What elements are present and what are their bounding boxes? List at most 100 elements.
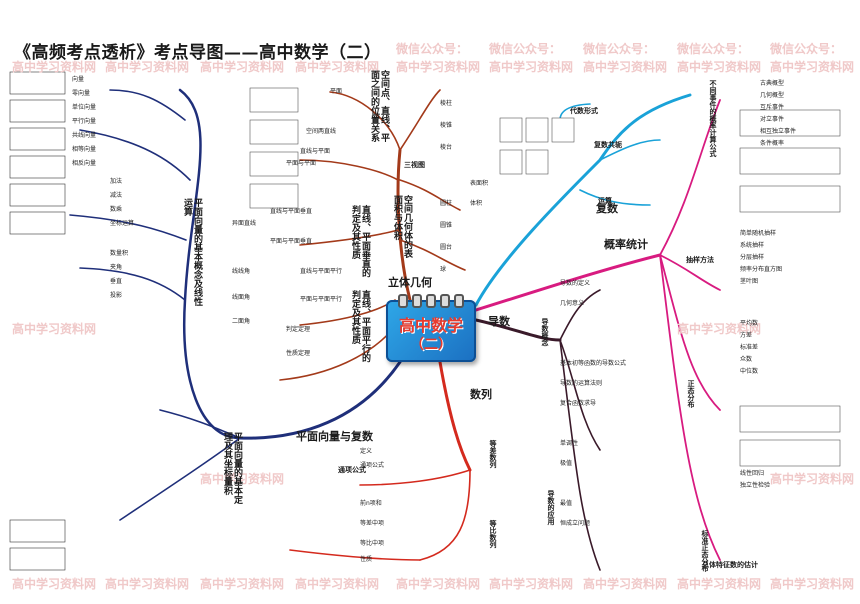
detail-label: 夹角 xyxy=(110,264,123,271)
subtopic-three-views[interactable]: 三视图 xyxy=(404,161,425,169)
branch-probability[interactable]: 概率统计 xyxy=(604,238,648,251)
center-title: 高中数学 xyxy=(398,316,463,335)
branch-curve xyxy=(279,329,393,381)
subtopic-complex-calc[interactable]: 运算 xyxy=(598,197,612,205)
branch-curve xyxy=(299,229,399,246)
detail-label: 频率分布直方图 xyxy=(740,266,783,273)
detail-label: 平面 xyxy=(330,88,343,95)
subtopic-total-prob[interactable]: 总体特征数的估计 xyxy=(702,561,758,569)
branch-curve xyxy=(119,437,241,521)
detail-label: 平面与平面平行 xyxy=(300,296,343,303)
formula-cell xyxy=(525,117,549,143)
subtopic-geo-seq[interactable]: 等比数列 xyxy=(489,520,497,548)
detail-label: 导数的定义 xyxy=(560,280,591,287)
page-title: 《高频考点透析》考点导图——高中数学（二） xyxy=(14,43,382,63)
detail-label: 性质定理 xyxy=(286,350,311,357)
detail-label: 独立性检验 xyxy=(740,482,771,489)
branch-curve xyxy=(329,91,401,151)
subtopic-sampling[interactable]: 抽样方法 xyxy=(686,256,714,264)
subtopic-perp-props[interactable]: 直线、平面垂直的判定及其性质 xyxy=(350,205,370,277)
detail-label: 单调性 xyxy=(560,440,579,447)
detail-label: 系统抽样 xyxy=(740,242,765,249)
formula-cell xyxy=(9,127,66,151)
subtopic-parallel-perp[interactable]: 直线、平面平行的判定及其性质 xyxy=(350,290,370,362)
formula-cell xyxy=(739,185,841,213)
formula-cell xyxy=(249,151,299,177)
detail-label: 圆柱 xyxy=(440,200,453,207)
subtopic-vector-basic[interactable]: 平面向量的基本定理及其坐标量积 xyxy=(222,432,242,504)
formula-cell xyxy=(9,155,66,179)
formula-cell xyxy=(9,519,66,543)
branch-complex[interactable]: 复数 xyxy=(596,202,618,215)
branch-sequences[interactable]: 数列 xyxy=(470,388,492,401)
detail-label: 标准差 xyxy=(740,344,759,351)
branch-curve xyxy=(474,253,662,312)
formula-cell xyxy=(249,183,299,209)
branch-curve xyxy=(299,299,396,326)
subtopic-space-lines-planes[interactable]: 空间点、直线、平面之间的位置关系 xyxy=(369,70,389,142)
detail-label: 最值 xyxy=(560,500,573,507)
center-topic-card[interactable]: 高中数学 （二） xyxy=(386,294,476,362)
subtopic-arith-seq[interactable]: 等差数列 xyxy=(489,440,497,468)
detail-label: 中位数 xyxy=(740,368,759,375)
formula-cell xyxy=(739,109,841,137)
detail-label: 直线与平面平行 xyxy=(300,268,343,275)
formula-cell xyxy=(9,547,66,571)
branch-curve xyxy=(79,267,186,301)
detail-label: 直线与平面垂直 xyxy=(270,208,313,215)
branch-solid-geometry[interactable]: 立体几何 xyxy=(388,276,432,289)
formula-cell xyxy=(739,147,841,175)
detail-label: 相互独立事件 xyxy=(760,128,797,135)
formula-cell xyxy=(499,117,523,143)
branch-curve xyxy=(109,89,186,121)
branch-curve xyxy=(559,339,601,571)
branch-curve xyxy=(474,93,692,307)
subtopic-normal-dist[interactable]: 正态分布 xyxy=(687,380,695,408)
subtopic-std-normal[interactable]: 标准正态分布 xyxy=(701,530,709,572)
subtopic-solids[interactable]: 空间几何体的表面积与体积 xyxy=(392,195,412,258)
branch-curve xyxy=(474,318,562,342)
branch-curve xyxy=(159,409,241,439)
formula-cell xyxy=(499,149,523,175)
subtopic-complex-ops[interactable]: 代数形式 xyxy=(570,107,598,115)
subtopic-vector-ops[interactable]: 平面向量的基本概念及线性运算 xyxy=(182,198,202,306)
detail-label: 定义 xyxy=(360,448,373,455)
branch-curve xyxy=(396,148,412,302)
detail-label: 线线角 xyxy=(232,268,251,275)
detail-label: 体积 xyxy=(470,200,483,207)
detail-label: 线性回归 xyxy=(740,470,765,477)
detail-label: 空间两直线 xyxy=(306,128,337,135)
formula-cell xyxy=(249,87,299,113)
detail-label: 茎叶图 xyxy=(740,278,759,285)
detail-label: 导数的运算法则 xyxy=(560,380,603,387)
detail-label: 坐标运算 xyxy=(110,220,135,227)
detail-label: 异面直线 xyxy=(232,220,257,227)
detail-label: 共线向量 xyxy=(72,132,97,139)
branch-curve xyxy=(419,469,471,561)
formula-cell xyxy=(9,99,66,123)
formula-cell xyxy=(551,117,575,143)
branch-curve xyxy=(559,339,601,451)
detail-label: 等比中项 xyxy=(360,540,385,547)
branch-derivatives[interactable]: 导数 xyxy=(488,315,510,328)
detail-label: 棱锥 xyxy=(440,122,453,129)
branch-curve xyxy=(559,289,601,341)
subtopic-deriv-concept[interactable]: 导数概念 xyxy=(541,318,549,346)
detail-label: 条件概率 xyxy=(760,140,785,147)
detail-label: 众数 xyxy=(740,356,753,363)
subtopic-deriv-apps[interactable]: 导数的应用 xyxy=(547,490,555,525)
detail-label: 分层抽样 xyxy=(740,254,765,261)
branch-curve xyxy=(359,469,471,486)
formula-cell xyxy=(9,211,66,235)
subtopic-complex-conj[interactable]: 复数共轭 xyxy=(594,141,622,149)
detail-label: 垂直 xyxy=(110,278,123,285)
subtopic-event-prob[interactable]: 不同事件的概率计算公式 xyxy=(709,80,717,157)
branch-curve xyxy=(399,89,441,151)
branch-curve xyxy=(599,139,661,161)
detail-label: 棱台 xyxy=(440,144,453,151)
detail-label: 相等向量 xyxy=(72,146,97,153)
branch-plane-vectors[interactable]: 平面向量与复数 xyxy=(296,430,373,443)
detail-label: 减法 xyxy=(110,192,123,199)
branch-curve xyxy=(238,360,402,440)
formula-cell xyxy=(249,119,299,145)
